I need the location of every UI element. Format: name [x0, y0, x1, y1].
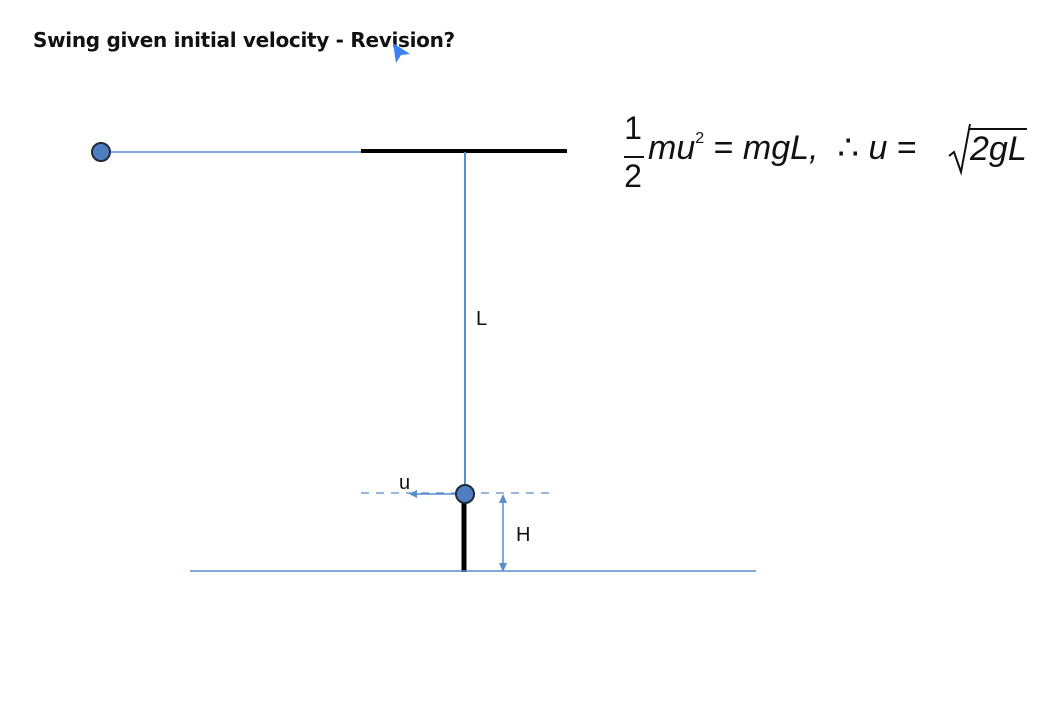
height-label: H: [516, 524, 531, 546]
equals-sign-2: =: [896, 129, 917, 167]
mouse-pointer-icon: [393, 43, 410, 63]
length-label: L: [476, 308, 488, 330]
start-bob: [91, 142, 111, 162]
equation-body: mu2 = mgL, ∴ u =: [648, 128, 917, 168]
equals-sign: =: [713, 129, 734, 167]
lhs-term: mu: [648, 129, 696, 167]
energy-equation: 1 2 mu2 = mgL, ∴ u = 2gL: [618, 108, 1038, 198]
numerator: 1: [624, 110, 642, 146]
therefore-symbol: ∴: [837, 129, 860, 167]
radicand: 2gL: [970, 128, 1027, 168]
rhs-term: mgL,: [742, 129, 819, 167]
variable-u: u: [868, 129, 888, 167]
sqrt-icon: [948, 123, 971, 176]
height-arrowhead-top: [499, 494, 507, 503]
fraction-bar: [624, 156, 644, 158]
exponent: 2: [695, 130, 705, 147]
slide-title: Swing given initial velocity - Revision?: [33, 28, 455, 52]
denominator: 2: [624, 158, 642, 194]
bottom-bob: [455, 484, 475, 504]
height-arrowhead-bottom: [499, 563, 507, 572]
velocity-arrowhead: [409, 490, 417, 498]
velocity-label: u: [399, 472, 411, 494]
